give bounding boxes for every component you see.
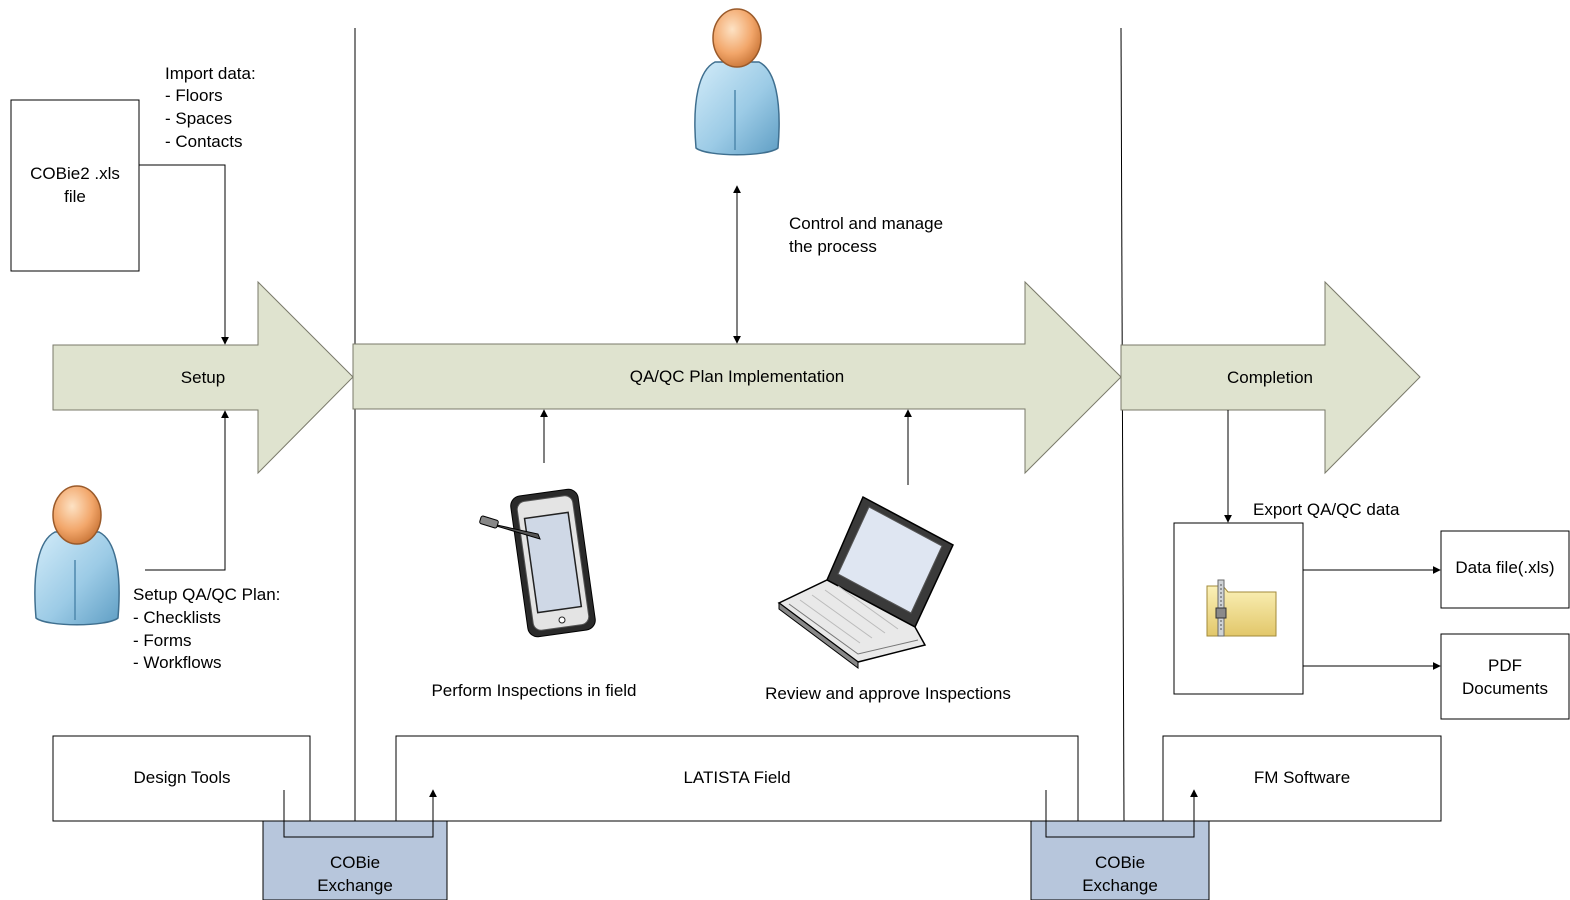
completion-phase-label: Completion [1227, 368, 1313, 387]
cobie-exchange-left-line2: Exchange [317, 876, 393, 895]
implementation-phase-arrow: QA/QC Plan Implementation [352, 280, 1122, 475]
fm-software-label: FM Software [1254, 768, 1350, 787]
cobie-exchange-left-line1: COBie [330, 853, 380, 872]
cobie-file-box: COBie2 .xls file [10, 99, 140, 272]
cobie-file-label-line1: COBie2 .xls [30, 164, 120, 183]
pdf-documents-box: PDF Documents [1440, 633, 1570, 720]
person-icon [34, 485, 120, 626]
control-note-line2: the process [789, 237, 877, 256]
export-package-box [1173, 522, 1304, 695]
cobie-exchange-right: COBie Exchange [1030, 820, 1210, 900]
tablet-icon [479, 488, 596, 638]
setup-phase-arrow: Setup [52, 280, 354, 475]
review-inspections-label: Review and approve Inspections [765, 684, 1011, 703]
fm-software-box: FM Software [1162, 735, 1442, 822]
cobie-exchange-right-line2: Exchange [1082, 876, 1158, 895]
setup-plan-connector [145, 410, 229, 571]
control-note: Control and manage the process [789, 214, 943, 256]
setup-item-forms: - Forms [133, 631, 192, 650]
design-tools-label: Design Tools [133, 768, 230, 787]
field-inspections-label: Perform Inspections in field [431, 681, 636, 700]
import-connector [139, 164, 229, 345]
import-data-title: Import data: [165, 64, 256, 83]
laptop-icon [777, 495, 954, 669]
cobie-exchange-left: COBie Exchange [262, 820, 448, 900]
latista-field-label: LATISTA Field [683, 768, 790, 787]
exchange-connector-left [283, 789, 437, 838]
cobie-exchange-right-line1: COBie [1095, 853, 1145, 872]
setup-item-checklists: - Checklists [133, 608, 221, 627]
design-tools-box: Design Tools [52, 735, 311, 822]
cobie-file-label-line2: file [64, 187, 86, 206]
import-data-note: Import data: - Floors - Spaces - Contact… [165, 64, 256, 151]
zip-folder-icon [1206, 579, 1277, 637]
setup-plan-note: Setup QA/QC Plan: - Checklists - Forms -… [133, 585, 280, 672]
import-item-contacts: - Contacts [165, 132, 242, 151]
pdf-label-line1: PDF [1488, 656, 1522, 675]
pdf-label-line2: Documents [1462, 679, 1548, 698]
setup-plan-title: Setup QA/QC Plan: [133, 585, 280, 604]
latista-field-box: LATISTA Field [395, 735, 1079, 822]
export-label: Export QA/QC data [1253, 500, 1400, 519]
exchange-connector-right [1045, 789, 1198, 838]
lane-divider-right [1120, 27, 1125, 823]
control-note-line1: Control and manage [789, 214, 943, 233]
data-file-label: Data file(.xls) [1455, 558, 1554, 577]
import-item-spaces: - Spaces [165, 109, 232, 128]
completion-phase-arrow: Completion [1120, 280, 1421, 475]
implementation-phase-label: QA/QC Plan Implementation [630, 367, 844, 386]
setup-item-workflows: - Workflows [133, 653, 221, 672]
import-item-floors: - Floors [165, 86, 223, 105]
person-icon [694, 8, 780, 156]
data-file-box: Data file(.xls) [1440, 530, 1570, 609]
setup-phase-label: Setup [181, 368, 225, 387]
